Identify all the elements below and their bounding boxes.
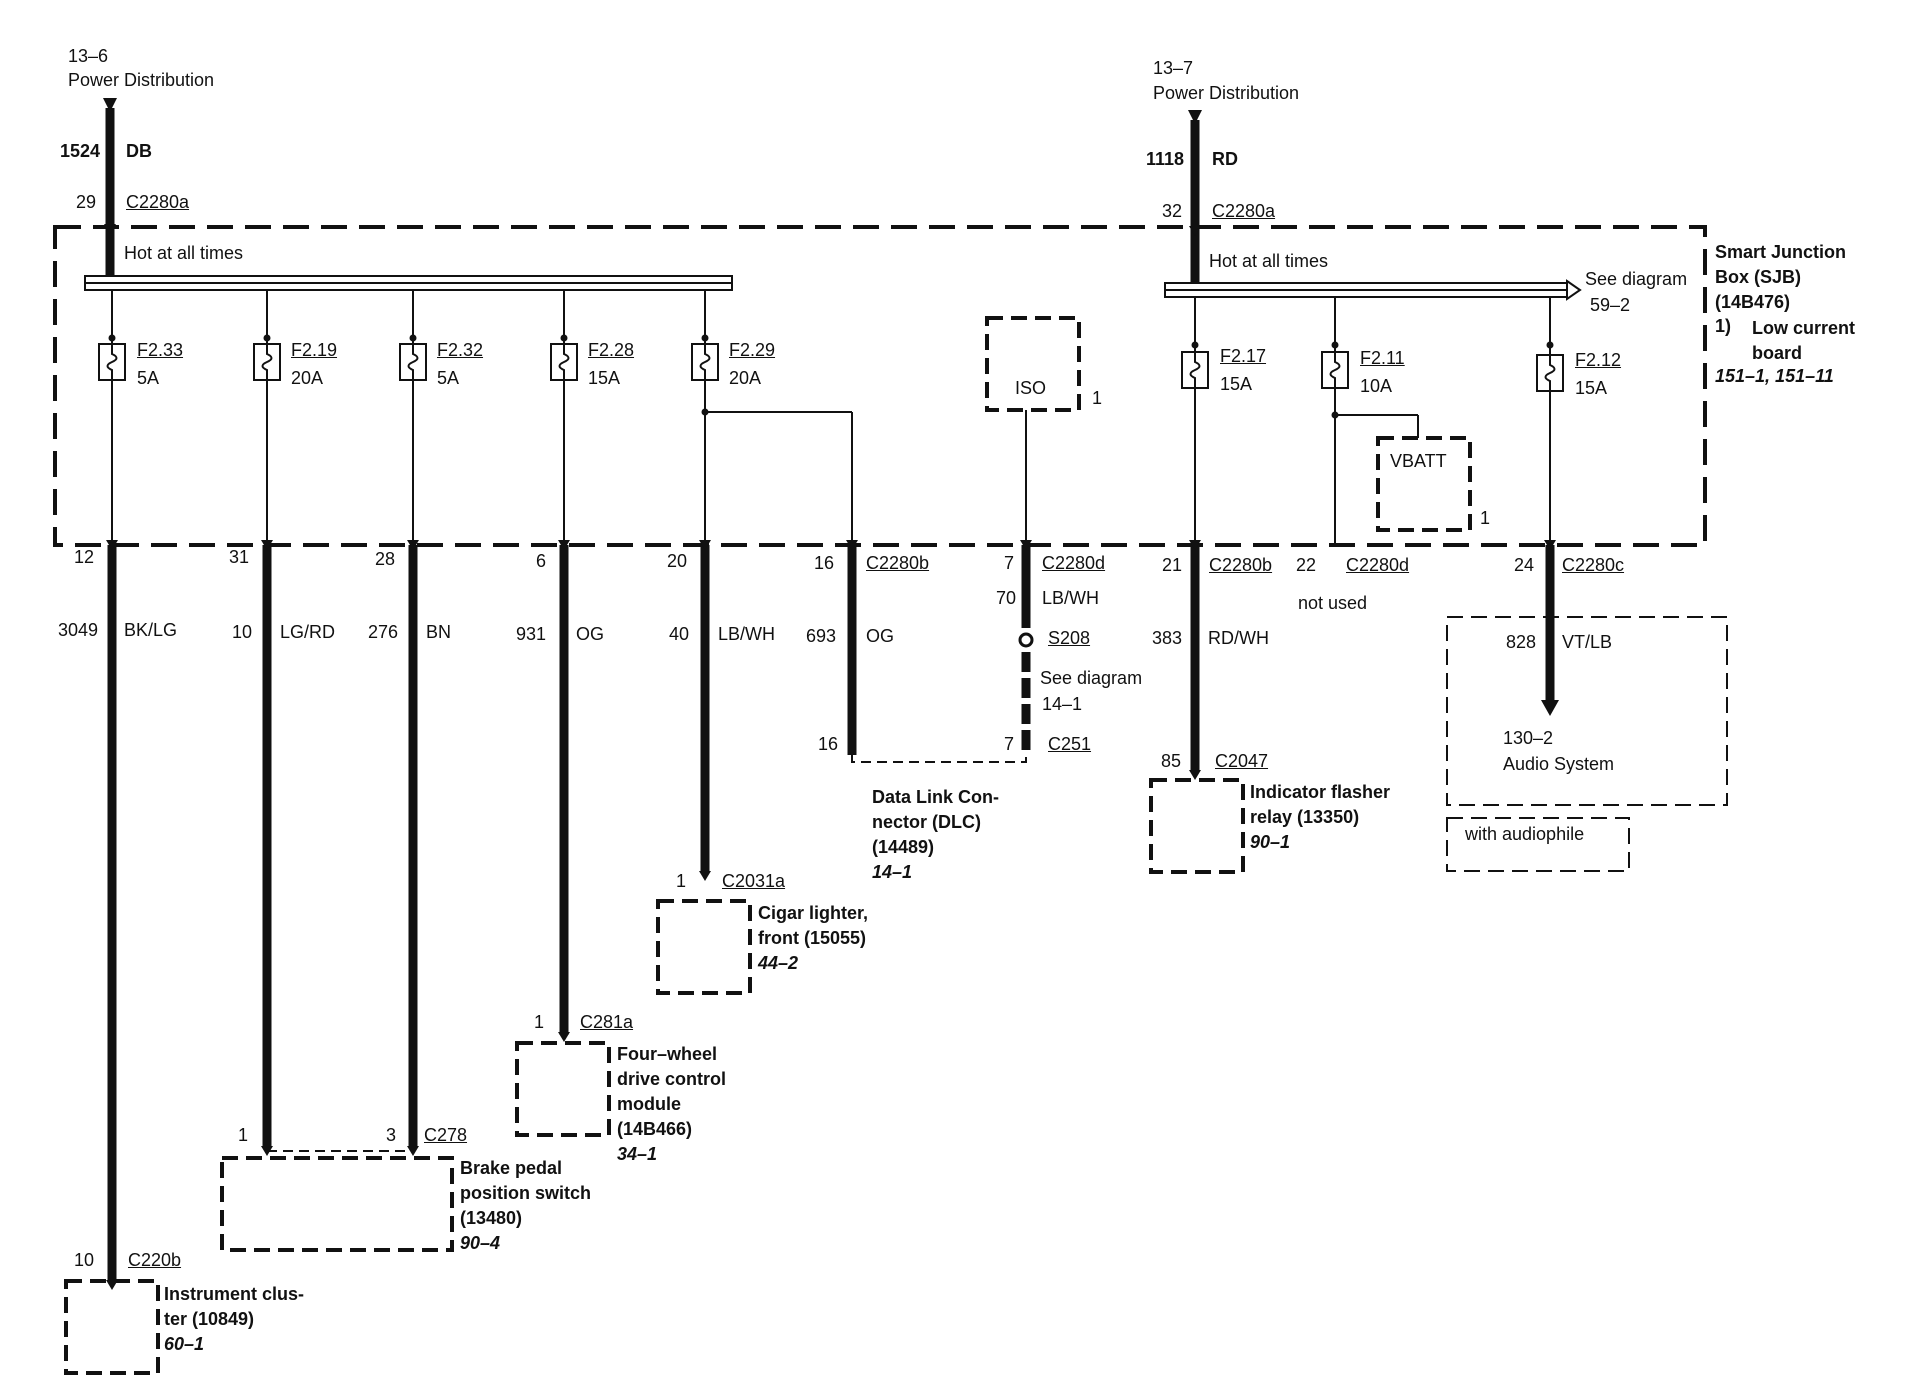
power-arrow-right: [1188, 110, 1202, 124]
flasher-relay-box: [1149, 778, 1245, 874]
iso-box: [985, 316, 1081, 412]
audio-arrow: [1541, 700, 1559, 716]
cigar-lighter-box: [656, 899, 752, 995]
fuse-symbol-F2.11: [1321, 351, 1349, 389]
fuse-branch-lines: [111, 290, 1551, 545]
fuse-junction-dots: [108, 334, 1554, 419]
sjb-pin-markers: [106, 540, 1556, 550]
vbatt-box: [1376, 436, 1472, 532]
output-wires: [107, 545, 1555, 1282]
audio-system-box: [1446, 616, 1728, 806]
fuse-symbol-F2.12: [1536, 354, 1564, 392]
dlc-dashed-link: [851, 755, 1027, 763]
audio-option-box: [1446, 817, 1630, 872]
fuse-symbol-F2.33: [98, 343, 126, 381]
sjb-box: [53, 225, 1707, 547]
power-arrow-left: [103, 98, 117, 112]
brake-switch-box: [220, 1156, 454, 1252]
fourwd-module-box: [515, 1041, 611, 1137]
fuse-symbol-F2.28: [550, 343, 578, 381]
bus-bar-left: [84, 275, 733, 291]
fuse-symbol-F2.19: [253, 343, 281, 381]
fuse-symbol-F2.32: [399, 343, 427, 381]
cluster-box: [64, 1279, 160, 1375]
splice-dot-s208: [1018, 632, 1034, 648]
bus-bar-right: [1164, 279, 1582, 301]
fuse-symbol-F2.29: [691, 343, 719, 381]
fuse-symbol-F2.17: [1181, 351, 1209, 389]
